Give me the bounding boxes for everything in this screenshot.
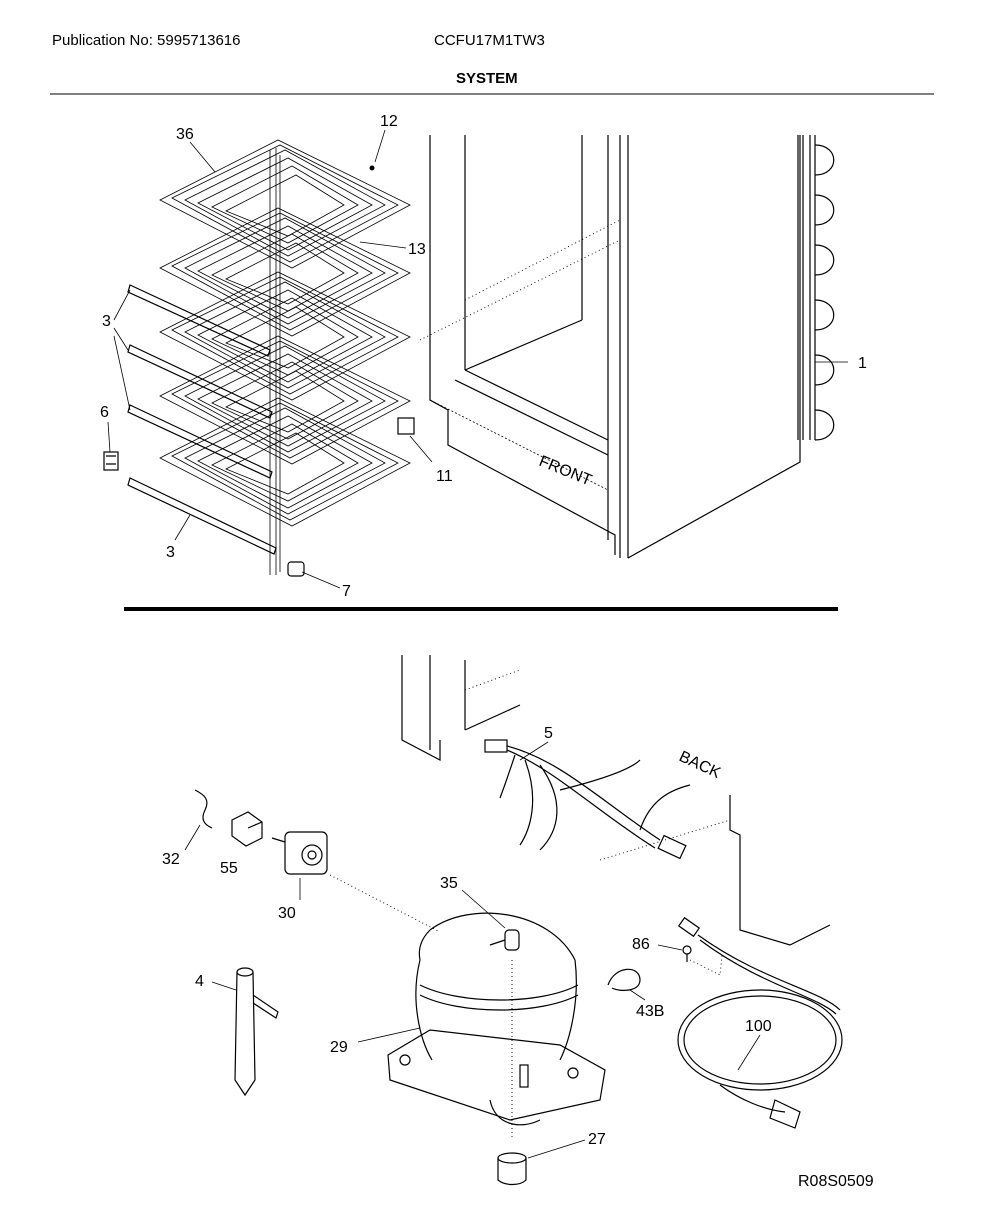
publication-number: Publication No: 5995713616	[52, 32, 241, 49]
power-cord-part-100	[677, 916, 843, 1129]
compressor-part-29	[387, 912, 606, 1126]
overload-connection-line	[329, 874, 441, 933]
evaporator-shelves	[159, 139, 411, 575]
callout-32: 32	[162, 851, 180, 868]
grommet-part-27	[497, 1152, 527, 1186]
callout-35: 35	[440, 875, 458, 892]
screw-part-12	[369, 165, 375, 171]
callout-1: 1	[858, 355, 867, 372]
callout-12: 12	[380, 113, 398, 130]
clip-part-6	[103, 451, 119, 471]
callout-6: 6	[100, 404, 109, 421]
callout-55: 55	[220, 860, 238, 877]
screw-part-86	[682, 945, 692, 962]
callout-7: 7	[342, 583, 351, 600]
callout-30: 30	[278, 905, 296, 922]
callout-11: 11	[436, 468, 453, 485]
section-title: SYSTEM	[456, 70, 518, 87]
relay-part-55	[231, 811, 263, 847]
drawing-code: R08S0509	[798, 1173, 874, 1190]
callout-13: 13	[408, 241, 426, 258]
callout-36: 36	[176, 126, 194, 143]
callout-3-lower: 3	[166, 544, 175, 561]
cabinet-outline	[429, 135, 801, 559]
callout-27: 27	[588, 1131, 606, 1148]
screw-connection-line	[689, 954, 723, 976]
drier-part-4	[234, 967, 279, 1097]
label-back: BACK	[676, 748, 723, 782]
overload-part-30	[271, 831, 328, 875]
callout-100: 100	[745, 1018, 772, 1035]
process-tube-part-35	[489, 929, 520, 951]
fitting-part-7	[287, 561, 305, 577]
callout-43b: 43B	[636, 1003, 664, 1020]
clip-part-32	[194, 789, 213, 829]
model-number: CCFU17M1TW3	[434, 32, 545, 49]
cabinet-base-outline	[401, 655, 831, 946]
condenser-coil	[797, 135, 835, 441]
bracket-part-11	[397, 417, 415, 435]
callout-86: 86	[632, 936, 650, 953]
callout-4: 4	[195, 973, 204, 990]
wire-harness-part-5	[484, 739, 691, 860]
base-hidden-lines	[464, 669, 731, 861]
clamp-part-43b	[607, 968, 641, 991]
callout-29: 29	[330, 1039, 348, 1056]
label-front: FRONT	[537, 453, 595, 489]
cabinet-hidden-lines	[419, 219, 621, 341]
callout-5: 5	[544, 725, 553, 742]
callout-3-upper: 3	[102, 313, 111, 330]
shelf-rails	[127, 284, 277, 555]
leader-lines-top	[107, 129, 848, 589]
